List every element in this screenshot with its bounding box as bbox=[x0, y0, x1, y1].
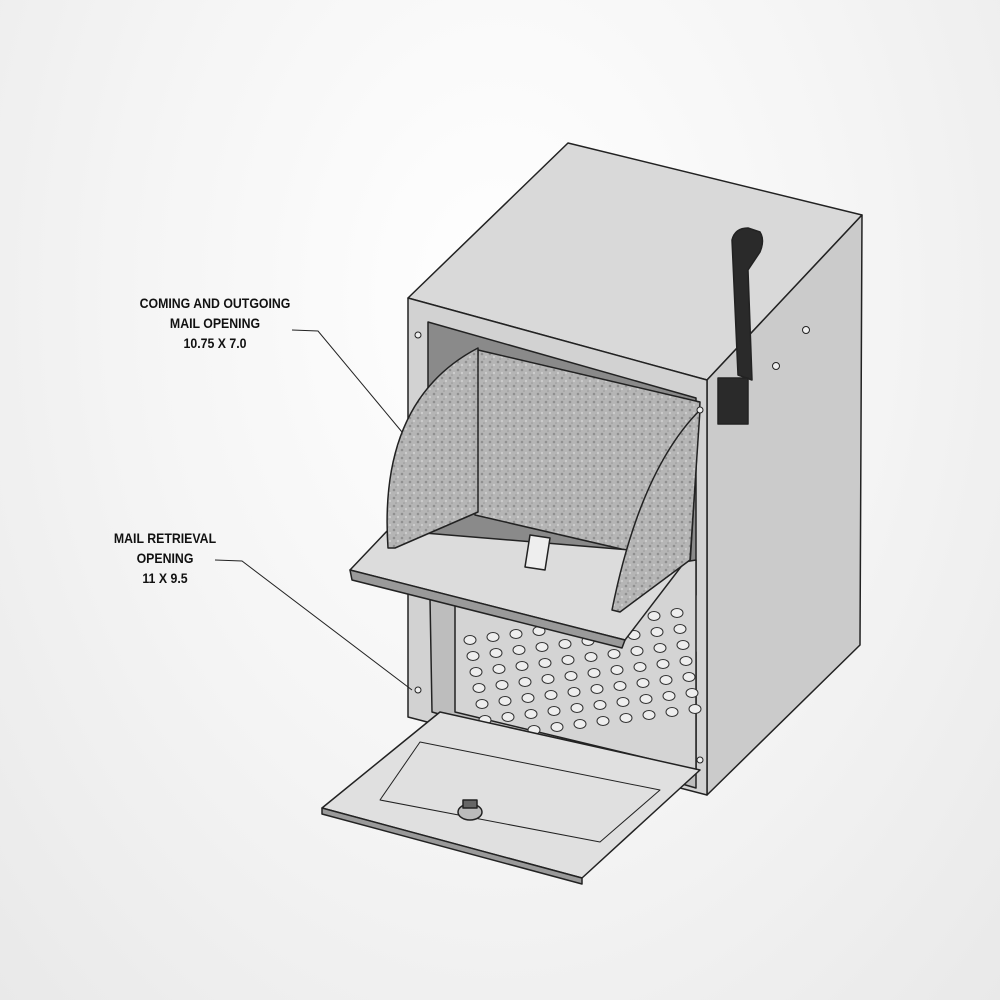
perforation-dot bbox=[495, 680, 509, 690]
perforation-dot bbox=[501, 712, 515, 722]
perforation-dot bbox=[486, 632, 500, 642]
callout-lower-label: MAIL RETRIEVAL OPENING 11 X 9.5 bbox=[90, 528, 240, 588]
perforation-dot bbox=[535, 642, 549, 652]
perforation-dot bbox=[570, 703, 584, 713]
perforation-dot bbox=[650, 627, 664, 637]
perforation-dot bbox=[656, 659, 670, 669]
perforation-dot bbox=[679, 656, 693, 666]
perforation-dot bbox=[512, 645, 526, 655]
perforation-dot bbox=[558, 639, 572, 649]
callout-lower-line3: 11 X 9.5 bbox=[142, 570, 188, 586]
perforation-dot bbox=[515, 661, 529, 671]
perforation-dots bbox=[463, 608, 702, 741]
callout-leader-lower bbox=[214, 559, 413, 691]
perforation-dot bbox=[584, 652, 598, 662]
perforation-dot bbox=[466, 651, 480, 661]
perforation-dot bbox=[619, 713, 633, 723]
perforation-dot bbox=[521, 693, 535, 703]
perforation-dot bbox=[561, 655, 575, 665]
perforation-dot bbox=[659, 675, 673, 685]
perforation-dot bbox=[544, 690, 558, 700]
perforation-dot bbox=[475, 699, 489, 709]
perforation-dot bbox=[647, 611, 661, 621]
perforation-dot bbox=[673, 624, 687, 634]
perforation-dot bbox=[550, 722, 564, 732]
door-panel-outline bbox=[379, 741, 661, 843]
perforation-dot bbox=[518, 677, 532, 687]
flap-left-side-panel bbox=[386, 347, 479, 549]
perforation-dot bbox=[509, 629, 523, 639]
perforation-dot bbox=[613, 681, 627, 691]
perforation-dot bbox=[676, 640, 690, 650]
perforation-dot bbox=[642, 710, 656, 720]
door-lock-icon bbox=[457, 799, 483, 821]
callout-upper-line3: 10.75 X 7.0 bbox=[183, 335, 247, 351]
perforation-dot bbox=[492, 664, 506, 674]
perforation-dot bbox=[633, 662, 647, 672]
perforation-dot bbox=[665, 707, 679, 717]
perforation-dot bbox=[587, 668, 601, 678]
perforation-dot bbox=[610, 665, 624, 675]
perforation-dot bbox=[567, 687, 581, 697]
perforation-dot bbox=[670, 608, 684, 618]
callout-leader-upper bbox=[291, 329, 403, 433]
perforation-dot bbox=[489, 648, 503, 658]
perforation-dot bbox=[607, 649, 621, 659]
perforation-dot bbox=[564, 671, 578, 681]
perforation-dot bbox=[596, 716, 610, 726]
callout-lower-line2: OPENING bbox=[136, 550, 194, 566]
perforation-dot bbox=[688, 704, 702, 714]
callout-upper-line1: COMING AND OUTGOING bbox=[139, 295, 291, 311]
perforation-dot bbox=[541, 674, 555, 684]
flag-arm bbox=[731, 227, 764, 381]
flag-mount bbox=[717, 377, 749, 425]
perforation-dot bbox=[469, 667, 483, 677]
perforation-dot bbox=[639, 694, 653, 704]
perforation-dot bbox=[682, 672, 696, 682]
perforation-dot bbox=[498, 696, 512, 706]
perforation-dot bbox=[685, 688, 699, 698]
callout-upper-line2: MAIL OPENING bbox=[169, 315, 261, 331]
retrieval-door-edge bbox=[321, 807, 583, 885]
flap-latch bbox=[524, 534, 551, 571]
perforation-dot bbox=[573, 719, 587, 729]
perforation-dot bbox=[616, 697, 630, 707]
perforation-dot bbox=[547, 706, 561, 716]
callout-upper-label: COMING AND OUTGOING MAIL OPENING 10.75 X… bbox=[123, 293, 308, 353]
perforation-dot bbox=[653, 643, 667, 653]
perforation-dot bbox=[662, 691, 676, 701]
perforation-dot bbox=[593, 700, 607, 710]
perforation-dot bbox=[463, 635, 477, 645]
perforation-dot bbox=[538, 658, 552, 668]
perforation-dot bbox=[590, 684, 604, 694]
callout-lower-line1: MAIL RETRIEVAL bbox=[113, 530, 217, 546]
perforation-dot bbox=[472, 683, 486, 693]
perforation-dot bbox=[524, 709, 538, 719]
perforation-dot bbox=[636, 678, 650, 688]
flap-tray-edge bbox=[349, 569, 626, 649]
perforation-dot bbox=[630, 646, 644, 656]
